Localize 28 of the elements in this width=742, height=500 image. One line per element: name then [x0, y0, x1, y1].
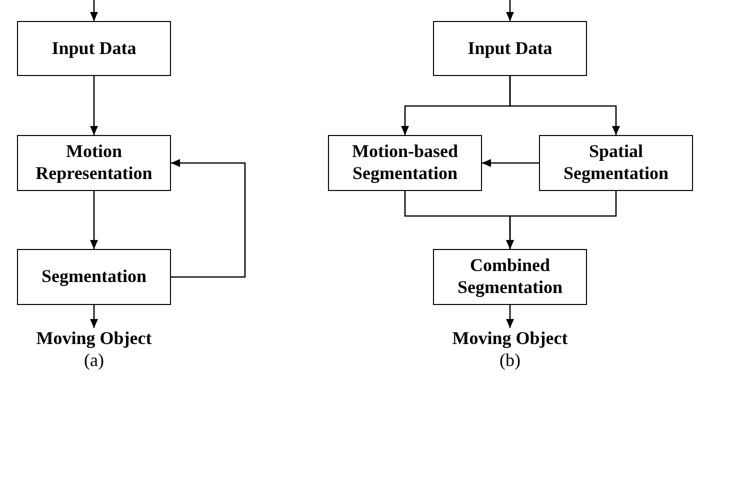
panel-label: (a) [83, 350, 105, 371]
arrow [90, 191, 98, 249]
output-label: Moving Object [4, 328, 184, 350]
box-text: Spatial Segmentation [562, 141, 670, 185]
process-box [17, 21, 171, 76]
arrow [482, 159, 539, 167]
process-box [17, 135, 171, 191]
box-text: Segmentation [42, 266, 146, 288]
output-label: Moving Object [420, 328, 600, 350]
box-text: Motion-based Segmentation [350, 141, 459, 185]
process-box [328, 135, 482, 191]
arrow [506, 305, 514, 328]
process-box [433, 21, 587, 76]
process-box [433, 249, 587, 305]
box-text: Combined Segmentation [456, 255, 564, 299]
process-box [17, 249, 171, 305]
arrow [506, 191, 617, 249]
arrow [90, 305, 98, 328]
arrow [509, 76, 620, 135]
box-text: Input Data [468, 38, 552, 60]
process-box [539, 135, 693, 191]
box-text: Motion Representation [34, 141, 154, 185]
arrow [171, 159, 246, 278]
arrow [90, 0, 98, 21]
arrow [90, 76, 98, 135]
box-text: Input Data [52, 38, 136, 60]
panel-label: (b) [498, 350, 522, 371]
arrow [506, 0, 514, 21]
